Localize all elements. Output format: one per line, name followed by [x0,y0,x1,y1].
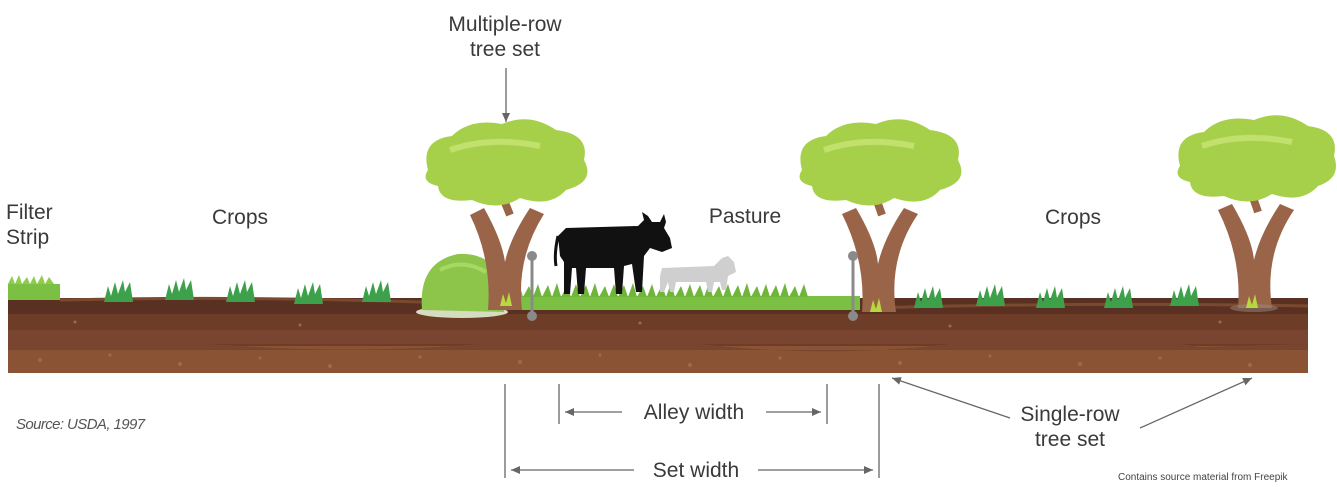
single-row-label-line2: tree set [990,427,1150,452]
single-row-pointer-arrow-right [1140,378,1252,428]
filter-strip-label-line2: Strip [6,225,66,250]
source-citation: Source: USDA, 1997 [16,416,144,433]
multiple-row-label-line2: tree set [420,37,590,62]
crop-tuft [1170,284,1199,306]
set-width-label: Set width [638,458,754,483]
cow-silhouette-black [555,212,672,294]
freepik-credit: Contains source material from Freepik [1118,472,1288,483]
filter-strip-label: Filter Strip [6,200,66,250]
alley-width-label: Alley width [626,400,762,425]
filter-strip-grass [8,275,60,300]
filter-strip-label-line1: Filter [6,200,66,225]
crops-left-label: Crops [195,205,285,230]
crop-tuft [104,280,133,302]
crop-tuft [294,282,323,304]
crops-right-label: Crops [1028,205,1118,230]
tree-single-row-2 [1178,115,1336,312]
pasture-grass [505,283,860,310]
crop-tuft [976,284,1005,306]
multiple-row-tree-set-label: Multiple-row tree set [420,12,590,62]
pasture-label: Pasture [695,204,795,229]
single-row-tree-set-label: Single-row tree set [990,402,1150,452]
crop-tuft [914,286,943,308]
tree-single-row-1 [800,119,962,312]
crop-tuft [1104,286,1133,308]
cow-silhouette-grey [660,256,736,292]
multiple-row-label-line1: Multiple-row [420,12,590,37]
crop-tuft [165,278,194,300]
single-row-label-line1: Single-row [990,402,1150,427]
crop-tuft [1036,286,1065,308]
crop-tuft [362,280,391,302]
crop-tuft [226,280,255,302]
